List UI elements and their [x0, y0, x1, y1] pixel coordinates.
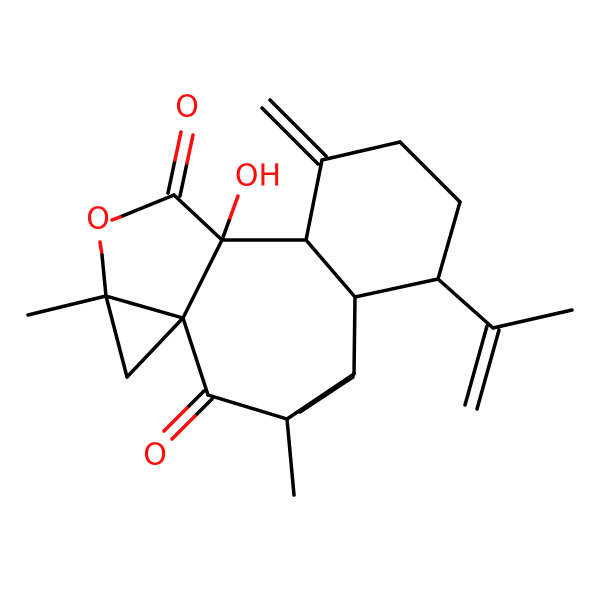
bond-methylene-a	[268, 98, 328, 158]
bond-c7-c9	[304, 238, 357, 299]
bond-carbonyl-top-a-o	[173, 130, 183, 162]
atom-hydroxyl: OH	[235, 159, 281, 194]
bond-o-ring-segment	[110, 215, 122, 222]
bond-carbonyl-top-b-o	[185, 133, 195, 165]
bond-c9-c10	[304, 158, 324, 242]
bond-methyl-left	[26, 294, 108, 317]
bond-isopropenyl-double-b	[475, 328, 501, 411]
bond-c6-c7	[352, 295, 357, 376]
bond-carbonyl-bottom-a-c	[185, 389, 206, 410]
atom-carbonyl-top-oxygen: O	[175, 90, 199, 125]
bond-carbonyl-top-b-c	[178, 161, 189, 198]
bond-carbonyl-bottom-a-o	[162, 406, 189, 433]
bond-c1-o-ring	[118, 193, 176, 219]
bond-methyl-bottom	[285, 417, 296, 497]
bond-o-ring-c2-top	[98, 240, 104, 257]
bond-c10-c11	[320, 140, 402, 162]
bond-methylene-b	[260, 106, 320, 166]
bond-c3-c4	[181, 316, 210, 397]
bond-cyclopropane-b	[125, 316, 185, 379]
bond-isopropenyl-double-a	[463, 324, 489, 407]
bond-c8-c3	[181, 238, 224, 320]
atom-carbonyl-bottom-oxygen: O	[143, 438, 167, 473]
bond-c5-c6-double	[298, 375, 355, 414]
bond-c12-c13	[436, 200, 462, 281]
bond-c8-hydroxyl	[220, 216, 232, 242]
bond-cyclopropane-a	[104, 294, 129, 379]
bond-isopropenyl-methyl	[491, 308, 574, 330]
atom-ring-oxygen: O	[86, 202, 110, 237]
bond-o-ring-c2	[100, 253, 108, 298]
bond-c2-c3	[104, 294, 185, 320]
bond-c4-c5	[206, 393, 289, 421]
bond-c1-c8	[172, 193, 224, 242]
bond-c11-c12	[398, 140, 462, 204]
bond-c13-c7	[353, 277, 440, 299]
bond-carbonyl-bottom-b-c	[193, 397, 214, 418]
bond-hydroxyl-o	[228, 194, 240, 220]
bond-c13-isopropenyl	[436, 277, 495, 330]
bond-carbonyl-bottom-b-o	[170, 414, 197, 441]
bond-carbonyl-top-a-c	[166, 158, 177, 195]
